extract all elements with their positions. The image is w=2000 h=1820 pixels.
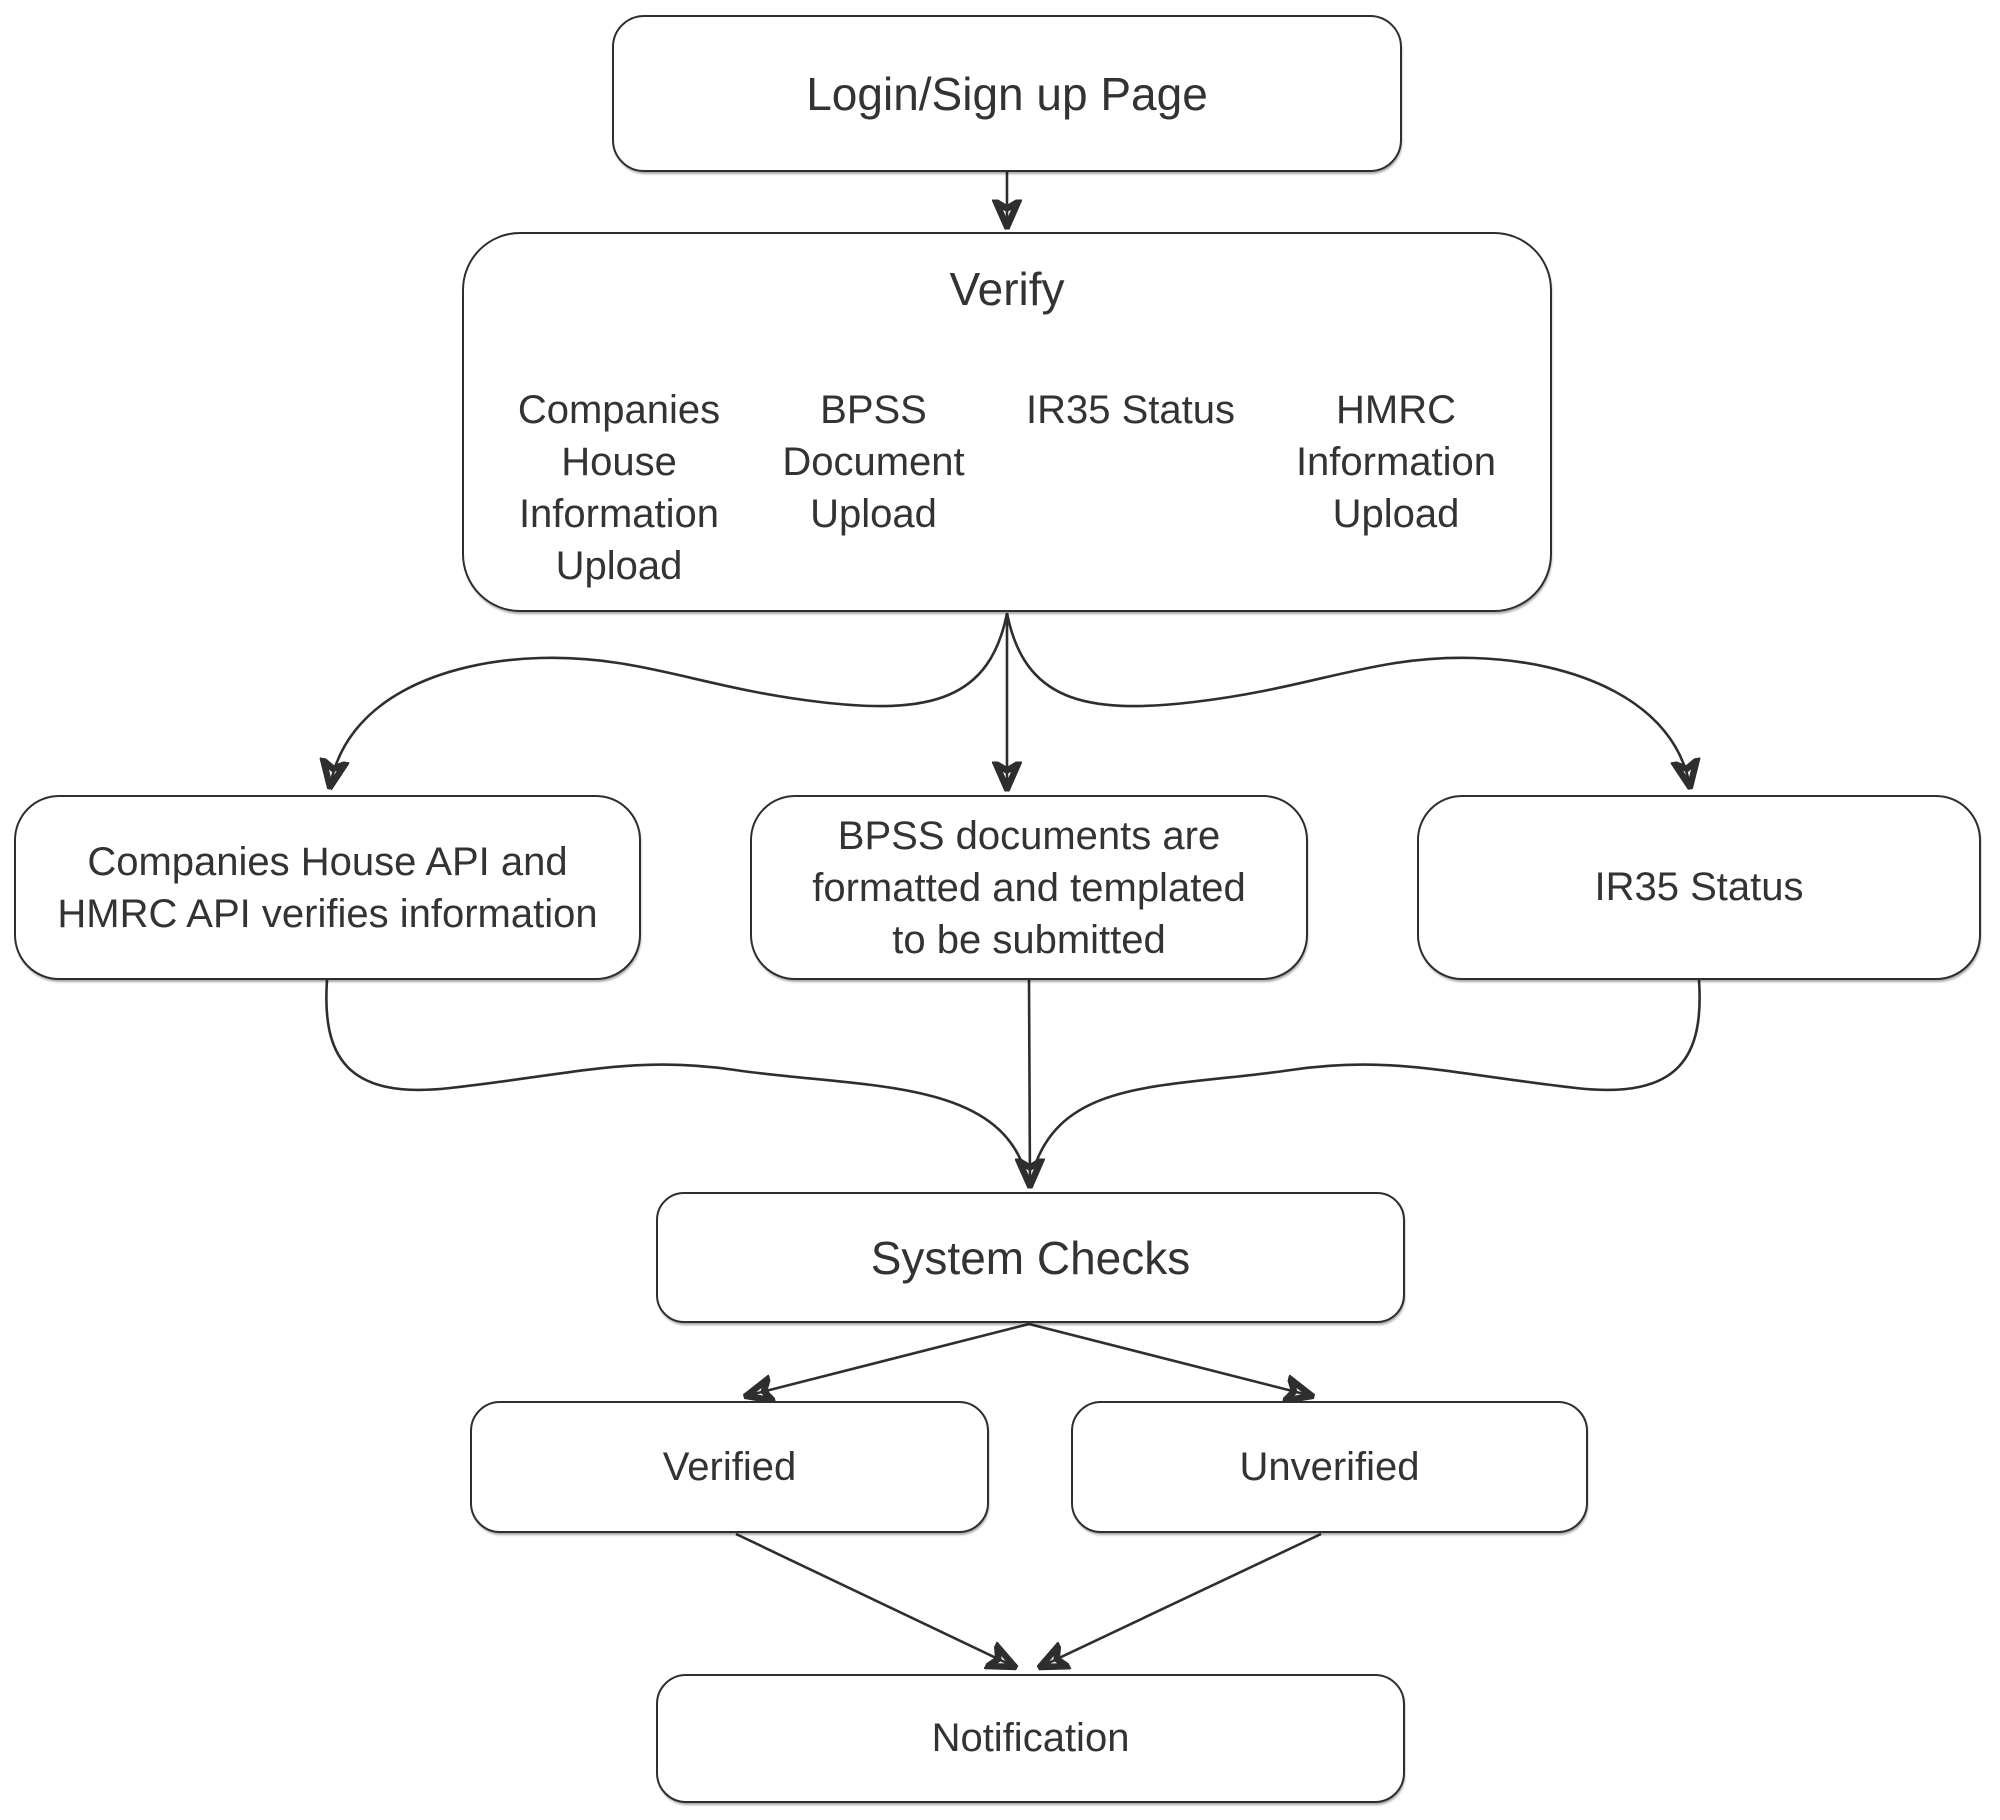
edge-verified-notification	[735, 1532, 1015, 1667]
edge-unverified-notification	[1040, 1532, 1322, 1667]
edge-ir35-system	[1032, 979, 1701, 1169]
node-unverified: Unverified	[1071, 1401, 1588, 1533]
node-login-signup-label: Login/Sign up Page	[806, 67, 1208, 120]
node-verify-title: Verify	[949, 263, 1065, 315]
edge-verify-companies-api	[330, 612, 1009, 787]
edge-verify-ir35	[1005, 612, 1690, 787]
edge-companies-api-system	[325, 979, 1026, 1169]
node-ir35-status: IR35 Status	[1417, 795, 1981, 980]
verify-item-bpss-document: BPSS Document Upload	[782, 388, 965, 536]
node-verified-label: Verified	[662, 1444, 797, 1489]
node-ir35-status-label: IR35 Status	[1594, 865, 1804, 909]
edge-system-unverified	[1028, 1322, 1312, 1396]
node-verified: Verified	[470, 1401, 989, 1533]
verify-item-ir35-status: IR35 Status	[1025, 388, 1235, 432]
verify-item-hmrc-information: HMRC Information Upload	[1295, 388, 1497, 536]
node-notification: Notification	[656, 1674, 1405, 1803]
node-companies-house-api: Companies House API and HMRC API verifie…	[14, 795, 641, 980]
node-unverified-label: Unverified	[1239, 1444, 1420, 1489]
node-bpss-format: BPSS documents are formatted and templat…	[750, 795, 1308, 980]
node-system-checks-label: System Checks	[870, 1231, 1191, 1284]
node-login-signup: Login/Sign up Page	[612, 15, 1402, 172]
edge-system-verified	[746, 1322, 1030, 1396]
node-verify: Verify Companies House Information Uploa…	[462, 232, 1552, 612]
verify-item-companies-house: Companies House Information Upload	[517, 388, 721, 588]
edge-bpss-system	[1029, 979, 1030, 1186]
node-system-checks: System Checks	[656, 1192, 1405, 1323]
verify-items-row: Companies House Information Upload BPSS …	[514, 384, 1502, 592]
node-bpss-format-label: BPSS documents are formatted and templat…	[812, 813, 1246, 962]
node-companies-house-api-label: Companies House API and HMRC API verifie…	[57, 839, 598, 936]
node-notification-label: Notification	[931, 1716, 1130, 1760]
